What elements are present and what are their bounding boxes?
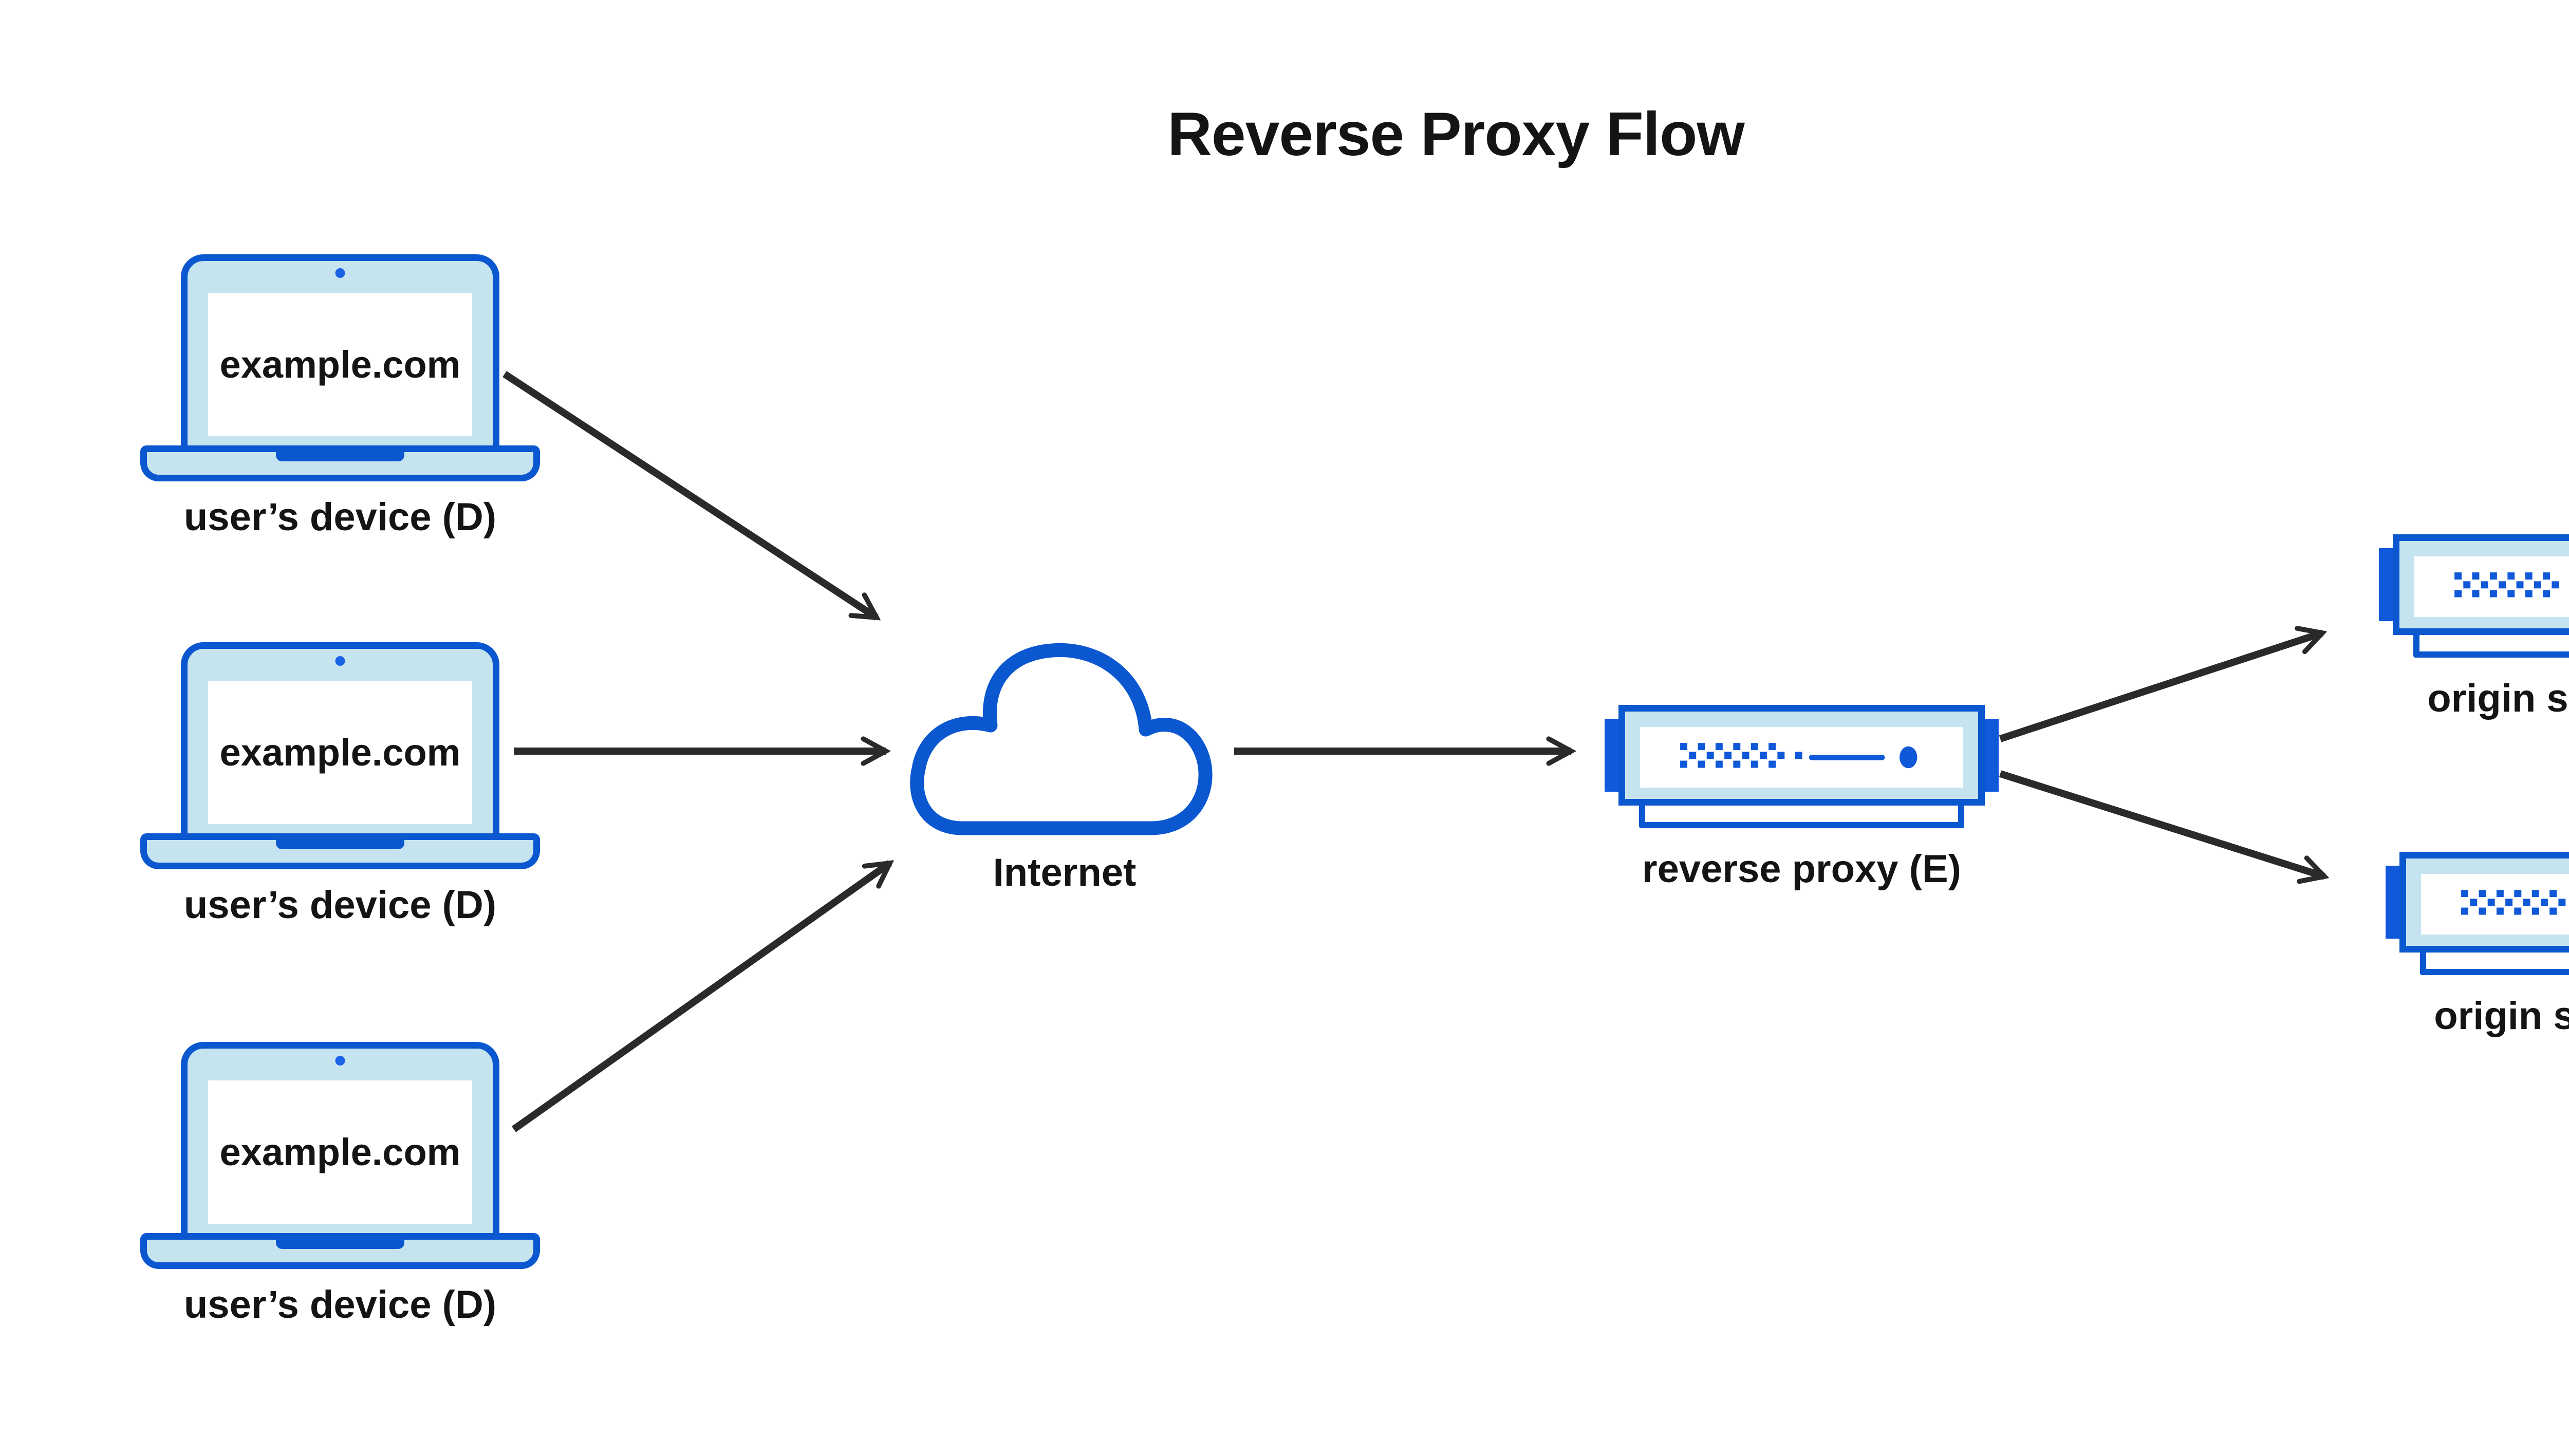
server-front-panel xyxy=(1640,727,1963,788)
arrow-proxy-origin2 xyxy=(1999,770,2324,876)
server-left-tab xyxy=(1605,719,1619,792)
laptop-base xyxy=(140,1233,540,1269)
server-right-tab xyxy=(1984,719,1999,792)
laptop-base xyxy=(140,833,540,869)
node-user-device-1: example.com user’s device (D) xyxy=(140,254,540,539)
arrow-device3-internet xyxy=(511,863,890,1132)
server-left-tab xyxy=(2379,548,2393,621)
laptop-notch xyxy=(276,451,404,461)
page-title: Reverse Proxy Flow xyxy=(1167,100,1745,169)
server-icon xyxy=(2393,534,2569,635)
device-screen-text: example.com xyxy=(219,343,461,386)
laptop-icon: example.com xyxy=(181,642,499,840)
server-front-panel xyxy=(2414,556,2569,617)
laptop-screen: example.com xyxy=(208,681,472,824)
reverse-proxy-label: reverse proxy (E) xyxy=(1642,847,1961,891)
laptop-camera-icon xyxy=(335,1056,345,1066)
laptop-screen: example.com xyxy=(208,1080,472,1224)
device-label: user’s device (D) xyxy=(183,883,497,927)
laptop-notch xyxy=(276,839,404,849)
device-label: user’s device (D) xyxy=(183,495,497,539)
server-left-tab xyxy=(2386,866,2400,939)
server-face-pattern xyxy=(2461,890,2569,916)
server-face-pattern xyxy=(2454,572,2569,598)
origin-server-label: origin server (F) xyxy=(2427,677,2569,720)
internet-label: Internet xyxy=(993,851,1137,894)
laptop-icon: example.com xyxy=(181,1042,499,1240)
device-screen-text: example.com xyxy=(219,731,461,774)
laptop-icon: example.com xyxy=(181,254,499,452)
laptop-camera-icon xyxy=(335,656,345,666)
device-label: user’s device (D) xyxy=(183,1283,497,1327)
server-face-pattern xyxy=(1680,743,1918,769)
origin-server-label: origin server (F) xyxy=(2434,994,2569,1038)
laptop-camera-icon xyxy=(335,268,345,278)
laptop-notch xyxy=(276,1239,404,1249)
node-user-device-3: example.com user’s device (D) xyxy=(140,1042,540,1327)
server-front-panel xyxy=(2421,874,2569,935)
laptop-base xyxy=(140,445,540,481)
node-user-device-2: example.com user’s device (D) xyxy=(140,642,540,927)
arrow-proxy-origin1 xyxy=(1999,633,2322,742)
arrow-device1-internet xyxy=(502,371,877,621)
server-icon xyxy=(1618,705,1985,806)
node-reverse-proxy: reverse proxy (E) xyxy=(1605,705,1999,891)
node-origin-server-1: origin server (F) xyxy=(2379,534,2569,720)
node-origin-server-2: origin server (F) xyxy=(2386,852,2569,1038)
device-screen-text: example.com xyxy=(219,1131,461,1173)
laptop-screen: example.com xyxy=(208,293,472,436)
cloud-icon xyxy=(910,643,1213,835)
server-icon xyxy=(2399,852,2569,953)
